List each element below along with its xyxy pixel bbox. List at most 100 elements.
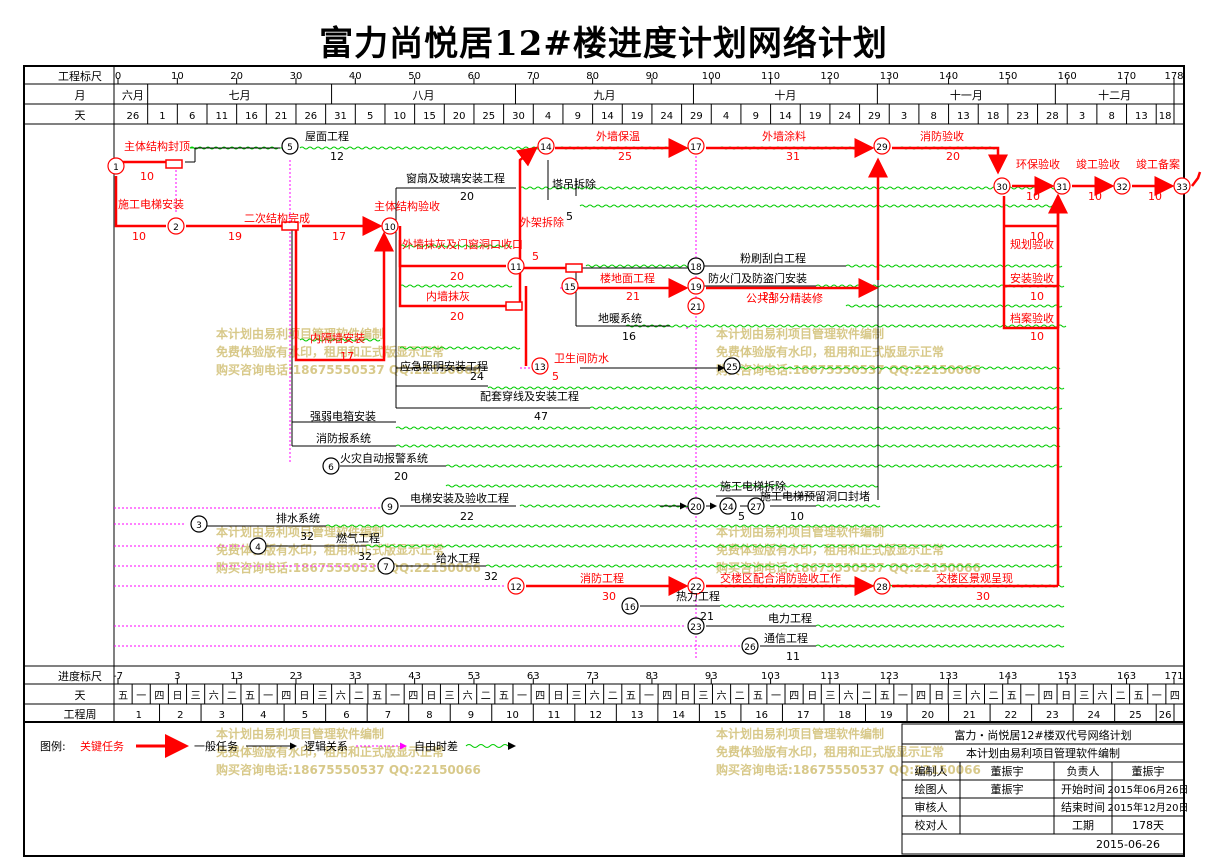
float-wave <box>445 464 1063 468</box>
task-duration: 17 <box>340 350 354 363</box>
month-cell: 十二月 <box>1098 88 1131 102</box>
node-24: 24 <box>719 497 737 515</box>
float-wave <box>365 544 1063 548</box>
progress-tick-label: -7 <box>113 671 123 682</box>
svg-text:6: 6 <box>328 463 334 473</box>
weekday-cell: 四 <box>408 691 418 702</box>
day-cell: 10 <box>393 111 406 122</box>
float-wave <box>585 264 691 268</box>
float-wave <box>519 186 1065 190</box>
task-name: 消防验收 <box>920 129 964 143</box>
day-cell: 13 <box>957 111 970 122</box>
outer-frame <box>23 65 1185 857</box>
task-name: 热力工程 <box>676 590 720 603</box>
weekday-cell: 一 <box>136 691 146 702</box>
weekday-cell: 日 <box>553 691 563 702</box>
progress-tick-label: 33 <box>349 671 362 682</box>
weekday-cell: 二 <box>1116 691 1126 702</box>
day-cell: 1 <box>159 111 165 122</box>
weekday-cell: 四 <box>1043 691 1053 702</box>
task-duration: 10 <box>140 170 154 183</box>
svg-text:4: 4 <box>255 543 261 553</box>
weekday-cell: 一 <box>263 691 273 702</box>
node-10: 10 <box>381 217 399 235</box>
task-duration: 10 <box>1030 290 1044 303</box>
month-cell: 八月 <box>413 89 435 102</box>
task-name: 环保验收 <box>1016 157 1060 171</box>
week-cell: 25 <box>1129 710 1142 721</box>
task-duration: 24 <box>470 370 484 383</box>
day-cell: 31 <box>334 111 347 122</box>
weekday-cell: 一 <box>771 691 781 702</box>
day-cell: 26 <box>126 111 139 122</box>
task-name: 主体结构封顶 <box>124 139 190 153</box>
node-18: 18 <box>687 257 705 275</box>
tb-start: 2015年06月26日 <box>1108 783 1189 796</box>
week-cell: 12 <box>589 710 602 721</box>
task-name: 燃气工程 <box>336 531 380 545</box>
node-3: 3 <box>190 515 208 533</box>
week-cell: 17 <box>797 710 810 721</box>
weekday-cell: 四 <box>916 691 926 702</box>
svg-text:10: 10 <box>384 223 396 233</box>
task-duration: 21 <box>700 610 714 623</box>
weekday-cell: 六 <box>209 690 219 702</box>
progress-tick-label: 113 <box>820 671 839 682</box>
task-duration: 5 <box>532 250 539 263</box>
float-wave <box>487 386 1065 390</box>
week-cell: 21 <box>963 710 976 721</box>
weekday-cell: 五 <box>372 691 382 702</box>
node-11: 11 <box>507 257 525 275</box>
float-wave <box>395 426 1061 430</box>
scale-tick-label: 0 <box>115 71 121 82</box>
tb-duration-label: 工期 <box>1072 819 1094 832</box>
tb-end: 2015年12月20日 <box>1108 801 1189 814</box>
weekday-cell: 六 <box>463 690 473 702</box>
week-cell: 9 <box>468 710 474 721</box>
svg-text:31: 31 <box>1056 183 1067 193</box>
node-1: 1 <box>107 157 125 175</box>
title-block: 富力・尚悦居12#楼双代号网络计划 本计划由易利项目管理软件编制 编制人 董振宇… <box>901 723 1189 855</box>
node-5: 5 <box>281 137 299 155</box>
dummy-box <box>281 221 299 231</box>
scale-tick-label: 60 <box>468 71 481 82</box>
task-name: 排水系统 <box>276 511 320 525</box>
weekday-cell: 六 <box>590 690 600 702</box>
task-duration: 17 <box>332 230 346 243</box>
svg-text:28: 28 <box>876 583 888 593</box>
progress-tick-label: 63 <box>527 671 540 682</box>
weekday-cell: 二 <box>354 691 364 702</box>
float-wave <box>325 524 1063 528</box>
task-name: 施工电梯拆除 <box>720 479 786 493</box>
task-duration: 30 <box>976 590 990 603</box>
day-cell: 20 <box>453 111 466 122</box>
day-cell: 14 <box>779 111 792 122</box>
task-name: 通信工程 <box>764 632 808 645</box>
task-name: 卫生间防水 <box>554 351 609 365</box>
node-2: 2 <box>167 217 185 235</box>
watermark-line: 免费体验版有水印，租用和正式版显示正常 <box>716 744 944 759</box>
tb-checked-label: 校对人 <box>915 818 948 832</box>
tb-end-label: 结束时间 <box>1061 801 1105 814</box>
float-wave <box>399 346 521 350</box>
float-wave <box>739 366 1061 370</box>
float-wave <box>395 444 1061 448</box>
task-duration: 10 <box>1030 230 1044 243</box>
tb-owner: 董振宇 <box>1132 764 1165 778</box>
task-duration: 20 <box>394 470 408 483</box>
month-cell: 九月 <box>593 89 615 102</box>
weekday-cell: 日 <box>807 691 817 702</box>
scale-tick-label: 70 <box>527 71 540 82</box>
weekday-cell: 五 <box>753 691 763 702</box>
month-cells: 六月七月八月九月十月十一月十二月 <box>122 84 1175 104</box>
node-14: 14 <box>537 137 555 155</box>
tb-reviewed-label: 审核人 <box>915 800 948 814</box>
weekday-row-label: 天 <box>75 689 86 702</box>
svg-text:33: 33 <box>1176 183 1187 193</box>
weekday-cell: 六 <box>843 690 853 702</box>
weekday-cell: 五 <box>245 691 255 702</box>
day-cell: 29 <box>868 111 881 122</box>
task-duration: 5 <box>566 210 573 223</box>
svg-text:16: 16 <box>624 603 636 613</box>
